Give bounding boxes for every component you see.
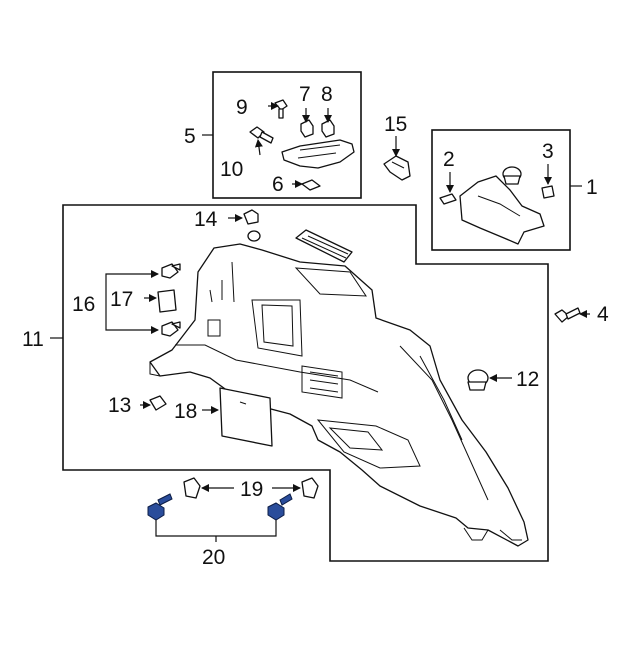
callout-9: 9 bbox=[236, 96, 248, 119]
callout-10: 10 bbox=[220, 158, 243, 181]
grab-handle bbox=[295, 229, 353, 263]
box-group-1 bbox=[431, 129, 571, 251]
quarter-trim-panel bbox=[149, 243, 529, 547]
callout-14: 14 bbox=[194, 208, 218, 231]
callout-4: 4 bbox=[597, 303, 609, 326]
bolt-10 bbox=[249, 126, 274, 144]
leader-lines bbox=[50, 102, 590, 542]
callout-3: 3 bbox=[542, 140, 554, 163]
bolt-9 bbox=[274, 99, 288, 119]
push-clip-12 bbox=[467, 369, 489, 391]
retainer-19-right bbox=[301, 477, 319, 499]
callout-15: 15 bbox=[384, 113, 407, 136]
clip-16-upper bbox=[161, 263, 181, 279]
callout-7: 7 bbox=[299, 83, 311, 106]
access-cover-18 bbox=[219, 387, 273, 447]
callout-8: 8 bbox=[321, 83, 333, 106]
clip-16-lower bbox=[161, 321, 181, 337]
retainer-19-left bbox=[183, 477, 201, 499]
clip-2 bbox=[439, 193, 457, 205]
callout-16: 16 bbox=[72, 293, 95, 316]
callout-13: 13 bbox=[108, 394, 131, 417]
clip-7 bbox=[300, 119, 314, 138]
callout-19: 19 bbox=[240, 478, 263, 501]
upper-trim-bracket bbox=[281, 139, 355, 169]
box-group-11 bbox=[62, 204, 549, 562]
screw-20-right bbox=[267, 493, 293, 521]
callout-17: 17 bbox=[110, 288, 133, 311]
callout-2: 2 bbox=[443, 148, 455, 171]
trim-cover-1 bbox=[459, 175, 545, 245]
callout-20: 20 bbox=[202, 546, 225, 569]
clip-8 bbox=[321, 119, 335, 138]
push-clip-1 bbox=[502, 166, 522, 185]
callout-6: 6 bbox=[272, 173, 284, 196]
cap-17 bbox=[157, 289, 177, 313]
bracket-15 bbox=[383, 155, 411, 181]
callout-11: 11 bbox=[22, 328, 44, 351]
clip-13 bbox=[149, 395, 167, 411]
screw-20-left bbox=[147, 493, 173, 521]
clip-3 bbox=[541, 185, 555, 199]
bolt-4 bbox=[554, 307, 581, 323]
callout-1: 1 bbox=[586, 176, 598, 199]
callout-18: 18 bbox=[174, 400, 197, 423]
clip-6 bbox=[301, 179, 321, 191]
callout-5: 5 bbox=[184, 125, 196, 148]
callout-12: 12 bbox=[516, 368, 539, 391]
clip-14 bbox=[243, 209, 259, 225]
grommet-14b bbox=[247, 230, 261, 242]
